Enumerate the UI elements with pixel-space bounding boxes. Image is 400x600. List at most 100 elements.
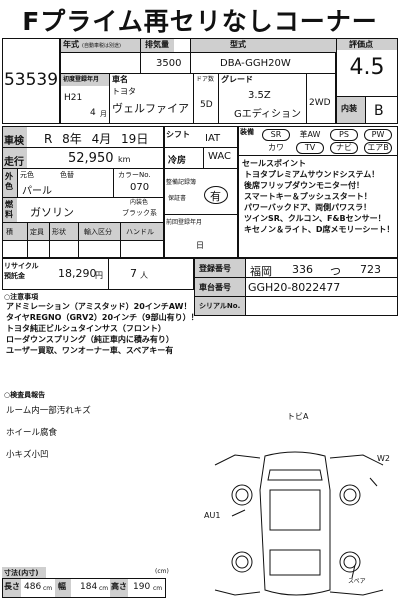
width-label: 幅 (58, 582, 66, 591)
sales-point-0: トヨタプレミアムサウンドシステム！ (244, 170, 380, 179)
year-month: 4 (90, 108, 96, 118)
year-label: 初度登録年月 (63, 76, 100, 83)
car-name-label: 車名 (112, 75, 128, 84)
fuel-label: 燃料 (5, 200, 13, 219)
model-code: DBA-GGH20W (220, 58, 291, 69)
equipment-4: カワ (268, 143, 284, 152)
displacement-label: 排気量 (145, 40, 169, 49)
doors: 5D (200, 100, 213, 110)
eval-label: 評価点 (349, 40, 373, 49)
lot-number-box (2, 38, 60, 124)
registration-label: 登録番号 (199, 264, 231, 273)
inspector-note-2: 小キズ小凹 (6, 450, 49, 460)
color-code: 070 (130, 182, 150, 193)
notes-label: ○注意事項 (4, 293, 39, 301)
equipment-5: TV (296, 142, 324, 154)
sales-point-4: ツインSR、クルコン、F&Bセンサー！ (244, 214, 386, 223)
inspector-note-0: ルーム内一部汚れキズ (6, 406, 91, 416)
height: 190 (133, 582, 151, 592)
handle-label: ハンドル (126, 228, 154, 236)
inspector-label: ○検査員報告 (4, 391, 46, 399)
equipment-0: SR (262, 129, 290, 141)
sales-point-1: 後席フリップダウンモニター付！ (244, 181, 364, 190)
equipment-1: 革AW (299, 130, 321, 139)
mileage-label: 走行 (4, 157, 24, 168)
score-box (336, 38, 398, 124)
reg-class: 336 (292, 263, 313, 276)
aircon: WAC (208, 151, 231, 162)
sales-point-3: パワーバックドア、両側パワスラ！ (244, 203, 372, 212)
color-sub-label2: 色替 (60, 171, 74, 179)
vin: GGH20-8022477 (248, 281, 341, 294)
import-label: 輸入区分 (84, 228, 112, 236)
info-table-left (2, 126, 164, 258)
record-label: 整備記録簿 (166, 179, 197, 186)
vin-label: 車台番号 (199, 283, 231, 292)
score: 4.5 (349, 55, 385, 80)
year-era: H21 (64, 93, 83, 103)
equipment-box (238, 126, 398, 258)
mileage-unit: km (118, 155, 131, 164)
capacity: 7 (130, 267, 137, 280)
model-label: 型式 (230, 40, 246, 49)
length-label: 長さ (4, 582, 20, 591)
capacity-unit: 人 (140, 271, 148, 280)
color-label: 外色 (5, 172, 13, 191)
color-code-label: カラーNo. (118, 171, 151, 179)
width: 184 (80, 582, 98, 592)
serial-label: シリアルNo. (199, 302, 241, 310)
diagram-au1: AU1 (204, 511, 221, 520)
grade-line1: 3.5Z (248, 90, 271, 101)
width-unit: cm (99, 585, 109, 592)
fuel: ガソリン (30, 206, 74, 219)
warranty-label: 保証書 (168, 195, 187, 202)
recycle-label1: リサイクル (4, 262, 39, 270)
note-2: トヨタ純正ビルシュタインサス（フロント） (6, 324, 166, 333)
lot-number: 53539 (3, 70, 59, 90)
shift: IAT (205, 133, 221, 144)
grade-label: グレード (221, 75, 253, 84)
recycle-box (2, 258, 194, 290)
reg-kana: つ (330, 265, 341, 278)
equipment-7: エアB (364, 142, 392, 154)
inspector-note-1: ホイール腐食 (6, 428, 58, 438)
diagram-w2: W2 (377, 454, 390, 463)
equipment-3: PW (364, 129, 392, 141)
length: 486 (24, 582, 42, 592)
shift-label: シフト (166, 130, 190, 139)
capacity-label: 定員 (30, 228, 44, 236)
trim-label: 内装色 (130, 199, 149, 206)
car-name: ヴェルファイア (112, 102, 189, 115)
model-year-label: 年式 (63, 40, 79, 49)
registration-box (194, 258, 398, 316)
drive: 2WD (309, 98, 331, 108)
info-table-mid (164, 126, 238, 258)
diagram-center: トビA (287, 412, 309, 421)
reg-number: 723 (360, 263, 381, 276)
color-sub-label: 元色 (20, 171, 34, 179)
note-3: ローダウンスプリング（純正車内に積み有り） (6, 335, 174, 344)
sales-points-label: セールスポイント (242, 159, 306, 168)
car-diagram (214, 451, 384, 596)
reg-region: 福岡 (250, 265, 272, 278)
dimensions-unit: (cm) (155, 568, 169, 575)
mileage: 52,950 (68, 151, 114, 166)
model-year-note: (自動車税は別途) (82, 43, 121, 49)
record-circle (204, 186, 228, 204)
height-unit: cm (153, 585, 163, 592)
page-title: Fプライム再セリなしコーナー (22, 7, 378, 36)
interior-label: 内装 (341, 104, 357, 113)
equipment-2: PS (330, 129, 358, 141)
length-unit: cm (43, 585, 53, 592)
inspection-label: 車検 (4, 136, 24, 147)
equipment-title: 装備 (240, 128, 254, 136)
sales-point-5: キセノン＆ライト、D席メモリーシート！ (244, 225, 395, 234)
diagram-spare: スペア (348, 578, 366, 585)
recycle-unit: 円 (95, 271, 103, 280)
equipment-6: ナビ (330, 142, 358, 154)
trim: ブラック系 (122, 209, 157, 217)
color-value: パール (22, 186, 52, 197)
dimensions-label: 寸法(内寸) (4, 569, 39, 577)
dimensions-box (2, 578, 166, 598)
note-1: タイヤREGNO（GRV2）20インチ（9部山有り）！ (6, 313, 199, 322)
